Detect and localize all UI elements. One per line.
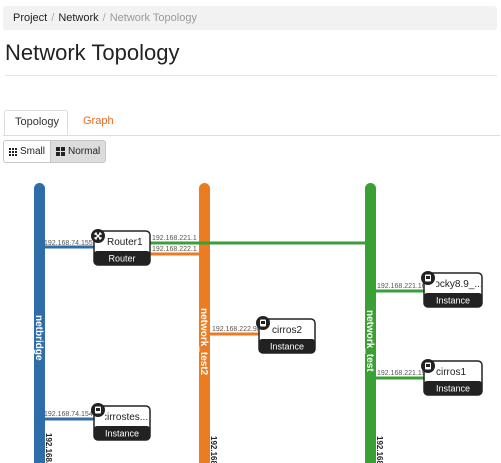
node-cirrostes-name: cirrostes... <box>102 412 148 423</box>
node-rocky-type: Instance <box>436 296 470 306</box>
port-ip-router-test2: 192.168.222.1 <box>152 246 197 253</box>
tab-graph[interactable]: Graph <box>83 115 114 127</box>
network-bar-network-test2[interactable] <box>199 183 210 463</box>
page-title: Network Topology <box>5 40 180 65</box>
router-icon <box>91 229 105 243</box>
port-ip-router-netbridge: 192.168.74.155 <box>44 240 93 247</box>
network-name-network-test: network_test <box>364 310 375 372</box>
breadcrumb-network[interactable]: Network <box>58 12 99 24</box>
node-instance-cirrostes[interactable]: cirrostes... Instance <box>91 403 151 441</box>
node-cirros1-name: cirros1 <box>436 367 466 378</box>
breadcrumb-project[interactable]: Project <box>13 12 48 24</box>
node-cirros2-type: Instance <box>270 342 304 352</box>
port-ip-router-test1: 192.168.221.1 <box>152 235 197 242</box>
port-ip-cirrostes: 192.168.74.154 <box>44 411 93 418</box>
divider <box>5 75 497 76</box>
node-cirrostes-type: Instance <box>105 429 139 439</box>
server-icon <box>256 316 270 330</box>
breadcrumb-separator: / <box>102 12 106 24</box>
breadcrumb: Project/Network/Network Topology <box>3 6 497 30</box>
node-rocky-name: rocky8.9_... <box>431 279 483 290</box>
breadcrumb-current: Network Topology <box>109 12 197 24</box>
server-icon <box>421 271 435 285</box>
normal-view-label: Normal <box>68 146 101 157</box>
node-cirros2-name: cirros2 <box>272 325 302 336</box>
port-ip-cirros1: 192.168.221.190 <box>377 370 430 377</box>
tab-topology[interactable]: Topology <box>4 110 68 135</box>
small-grid-icon <box>9 147 17 156</box>
breadcrumb-separator: / <box>51 12 55 24</box>
view-size-toggle: Small Normal <box>3 140 107 163</box>
node-router1-type: Router <box>108 254 135 264</box>
node-instance-cirros2[interactable]: cirros2 Instance <box>256 316 316 354</box>
normal-view-button[interactable]: Normal <box>51 140 107 163</box>
tab-bar: Topology Graph <box>3 110 500 136</box>
network-cidr-netbridge: 192.168.7 <box>44 433 53 463</box>
server-icon <box>421 359 435 373</box>
network-cidr-network-test2: 192.168 <box>209 436 218 463</box>
node-router1[interactable]: Router1 Router <box>91 229 151 266</box>
large-grid-icon <box>56 147 66 156</box>
port-ip-cirros2: 192.168.222.98 <box>212 326 261 333</box>
network-name-network-test2: network_test2 <box>198 308 209 376</box>
port-ip-rocky: 192.168.221.162 <box>377 283 430 290</box>
small-view-label: Small <box>20 146 46 157</box>
small-view-button[interactable]: Small <box>3 140 52 163</box>
node-router1-name: Router1 <box>107 237 143 248</box>
node-cirros1-type: Instance <box>436 384 470 394</box>
server-icon <box>91 403 105 417</box>
network-bar-network-test[interactable] <box>365 183 376 463</box>
node-instance-cirros1[interactable]: cirros1 Instance <box>421 359 483 396</box>
network-name-netbridge: netbridge <box>33 315 44 361</box>
node-instance-rocky[interactable]: rocky8.9_... Instance <box>421 271 483 308</box>
network-cidr-network-test: 192.168 <box>375 436 384 463</box>
topology-canvas: netbridge network_test2 network_test 192… <box>33 183 483 463</box>
network-bar-netbridge[interactable] <box>34 183 45 463</box>
